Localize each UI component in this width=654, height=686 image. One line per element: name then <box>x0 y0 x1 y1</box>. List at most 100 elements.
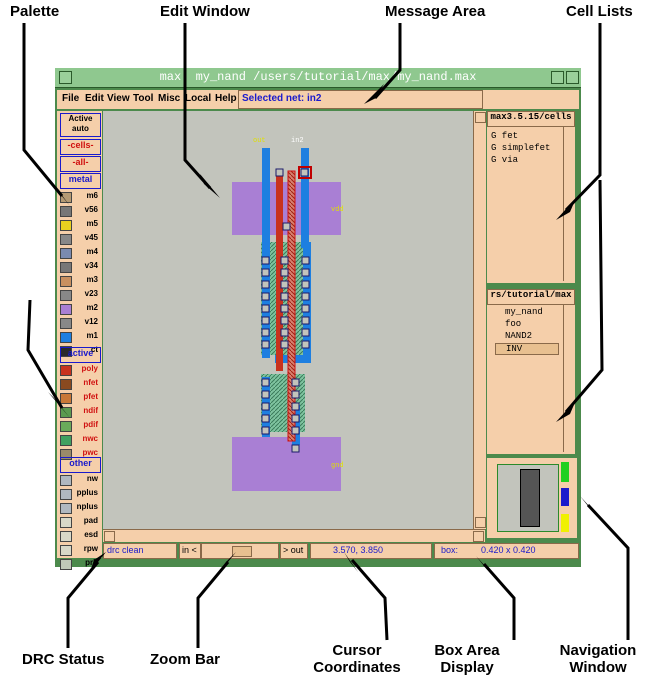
contact-cut[interactable] <box>291 414 300 423</box>
scroll-left-arrow[interactable] <box>104 531 115 542</box>
cell-item-foo[interactable]: foo <box>505 319 522 329</box>
zoom-bar[interactable] <box>201 543 279 559</box>
contact-cut[interactable] <box>261 378 270 387</box>
palette-active-header[interactable]: active <box>60 347 101 363</box>
palette-layer-nw[interactable]: nw <box>58 473 101 486</box>
cell-list-library-header[interactable]: max3.5.15/cells <box>487 111 575 127</box>
maximize-button[interactable] <box>566 71 579 84</box>
cell-item-nand2[interactable]: NAND2 <box>505 331 533 341</box>
palette-layer-esd[interactable]: esd <box>58 529 101 542</box>
contact-cut[interactable] <box>301 304 310 313</box>
cell-list-user-header[interactable]: rs/tutorial/max <box>487 289 575 305</box>
palette-layer-m1[interactable]: m1 <box>58 330 101 343</box>
palette-layer-v45[interactable]: v45 <box>58 232 101 245</box>
scroll-down-arrow[interactable] <box>475 517 486 528</box>
contact-cut[interactable] <box>261 280 270 289</box>
palette-layer-pad[interactable]: pad <box>58 515 101 528</box>
palette-layer-pplus[interactable]: pplus <box>58 487 101 500</box>
contact-cut[interactable] <box>280 292 289 301</box>
contact-cut[interactable] <box>261 414 270 423</box>
contact-cut[interactable] <box>280 316 289 325</box>
cell-item-my_nand[interactable]: my_nand <box>505 307 543 317</box>
edit-horizontal-scrollbar[interactable] <box>103 529 485 542</box>
palette-metal-header[interactable]: metal <box>60 173 101 189</box>
metal1-right-top[interactable] <box>301 148 309 248</box>
menu-misc[interactable]: Misc <box>158 93 181 104</box>
contact-cut[interactable] <box>280 268 289 277</box>
contact-cut[interactable] <box>261 256 270 265</box>
palette-layer-nwc[interactable]: nwc <box>58 433 101 446</box>
contact-cut[interactable] <box>261 402 270 411</box>
cell-item-simplefet[interactable]: G simplefet <box>491 143 551 153</box>
palette-other-header[interactable]: other <box>60 457 101 473</box>
navigation-window[interactable] <box>487 458 577 538</box>
zoom-out-button[interactable]: > out <box>280 543 308 559</box>
contact-cut[interactable] <box>291 444 300 453</box>
palette-layer-prb[interactable]: prb <box>58 557 101 570</box>
contact-cut[interactable] <box>301 328 310 337</box>
contact-cut[interactable] <box>301 268 310 277</box>
palette-layer-m4[interactable]: m4 <box>58 246 101 259</box>
edit-vertical-scrollbar[interactable] <box>473 111 486 529</box>
contact-cut[interactable] <box>261 304 270 313</box>
contact-cut[interactable] <box>300 168 309 177</box>
contact-cut[interactable] <box>291 402 300 411</box>
palette-layer-nfet[interactable]: nfet <box>58 377 101 390</box>
zoom-in-button[interactable]: in < <box>179 543 201 559</box>
cell-item-fet[interactable]: G fet <box>491 131 519 141</box>
palette-layer-v23[interactable]: v23 <box>58 288 101 301</box>
contact-cut[interactable] <box>301 316 310 325</box>
contact-cut[interactable] <box>301 340 310 349</box>
menu-edit[interactable]: Edit <box>85 93 104 104</box>
palette-layer-ndif[interactable]: ndif <box>58 405 101 418</box>
contact-cut[interactable] <box>282 222 291 231</box>
cell-item-inv[interactable]: INV <box>495 343 559 355</box>
menu-local[interactable]: Local <box>185 93 212 104</box>
contact-cut[interactable] <box>280 328 289 337</box>
palette-layer-nplus[interactable]: nplus <box>58 501 101 514</box>
contact-cut[interactable] <box>280 304 289 313</box>
palette-layer-m2[interactable]: m2 <box>58 302 101 315</box>
contact-cut[interactable] <box>261 340 270 349</box>
contact-cut[interactable] <box>301 256 310 265</box>
palette-layer-v34[interactable]: v34 <box>58 260 101 273</box>
contact-cut[interactable] <box>280 340 289 349</box>
contact-cut[interactable] <box>261 328 270 337</box>
palette-active-auto-button[interactable]: Active auto <box>60 113 101 137</box>
contact-cut[interactable] <box>261 316 270 325</box>
cell-list-user-scrollbar[interactable] <box>563 305 574 452</box>
contact-cut[interactable] <box>291 426 300 435</box>
palette-layer-pwc[interactable]: pwc <box>58 447 101 460</box>
metal1-out-strap[interactable] <box>292 405 300 445</box>
edit-window[interactable]: out in2 vdd gnd <box>103 111 473 529</box>
metal1-left-top[interactable] <box>262 148 270 248</box>
contact-cut[interactable] <box>261 292 270 301</box>
contact-cut[interactable] <box>301 292 310 301</box>
contact-cut[interactable] <box>275 168 284 177</box>
menu-help[interactable]: Help <box>215 93 237 104</box>
palette-layer-m5[interactable]: m5 <box>58 218 101 231</box>
palette-layer-poly[interactable]: poly <box>58 363 101 376</box>
nav-viewport[interactable] <box>497 464 559 532</box>
contact-cut[interactable] <box>291 378 300 387</box>
palette-layer-rpw[interactable]: rpw <box>58 543 101 556</box>
contact-cut[interactable] <box>291 390 300 399</box>
scroll-up-arrow[interactable] <box>475 112 486 123</box>
palette-layer-pdif[interactable]: pdif <box>58 419 101 432</box>
contact-cut[interactable] <box>301 280 310 289</box>
poly-gate-1[interactable] <box>276 171 283 371</box>
cell-item-via[interactable]: G via <box>491 155 519 165</box>
palette-layer-v56[interactable]: v56 <box>58 204 101 217</box>
gnd-rail[interactable] <box>232 437 341 491</box>
contact-cut[interactable] <box>261 426 270 435</box>
contact-cut[interactable] <box>280 256 289 265</box>
menu-view[interactable]: View <box>107 93 130 104</box>
palette-layer-v12[interactable]: v12 <box>58 316 101 329</box>
zoom-slider-thumb[interactable] <box>232 546 252 557</box>
palette-cells-button[interactable]: -cells- <box>60 139 101 155</box>
palette-layer-pfet[interactable]: pfet <box>58 391 101 404</box>
minimize-button[interactable] <box>551 71 564 84</box>
palette-layer-m6[interactable]: m6 <box>58 190 101 203</box>
cell-list-library-scrollbar[interactable] <box>563 127 574 281</box>
menu-tool[interactable]: Tool <box>133 93 154 104</box>
